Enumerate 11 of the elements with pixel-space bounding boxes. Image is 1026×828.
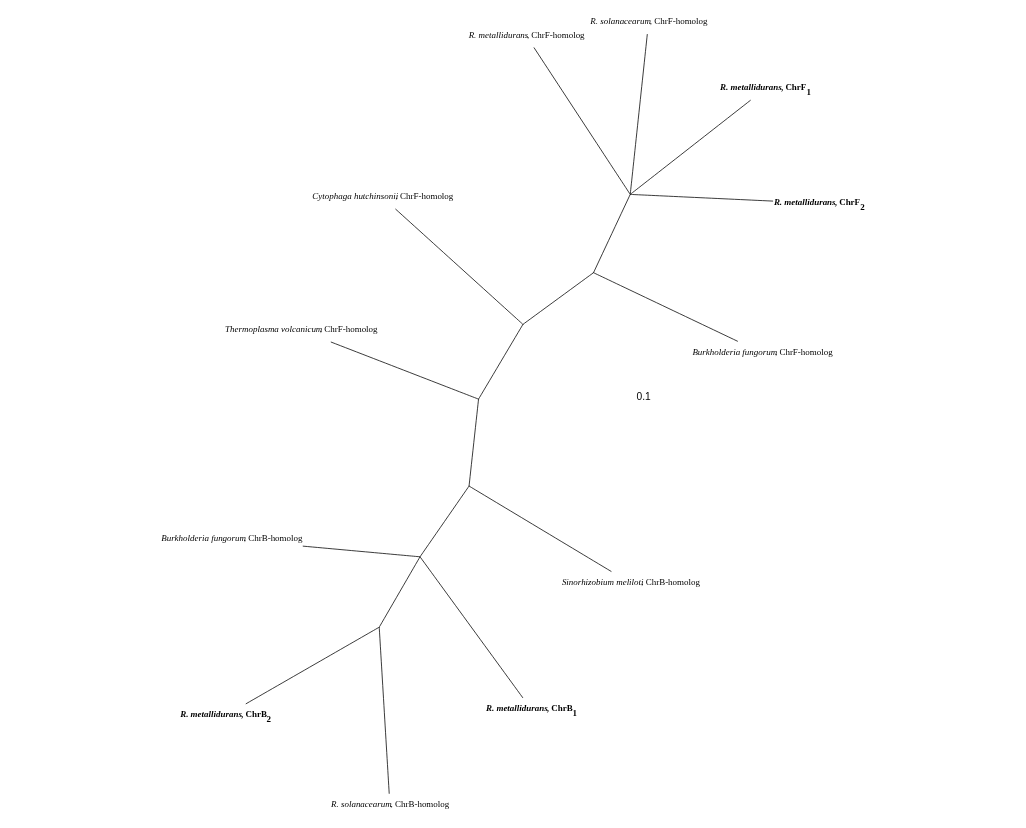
node-text: Burkholderia fungorum, ChrB-homolog xyxy=(161,533,303,544)
connector xyxy=(593,272,739,342)
node-text: Cytophaga hutchinsonii, ChrF-homolog xyxy=(312,190,454,201)
node-text: R. metallidurans, ChrF-homolog xyxy=(468,29,585,40)
node-text: Thermoplasma volcanicum, ChrF-homolog xyxy=(225,324,378,335)
node-text: R. solanacearum, ChrF-homolog xyxy=(590,16,708,27)
node-text: R. solanacearum, ChrB-homolog xyxy=(331,799,450,810)
node-text: Burkholderia fungorum, ChrF-homolog xyxy=(692,346,833,357)
node-text: Sinorhizobium meliloti, ChrB-homolog xyxy=(561,576,700,587)
label: 0.1 xyxy=(636,391,651,403)
node-point xyxy=(592,272,595,274)
